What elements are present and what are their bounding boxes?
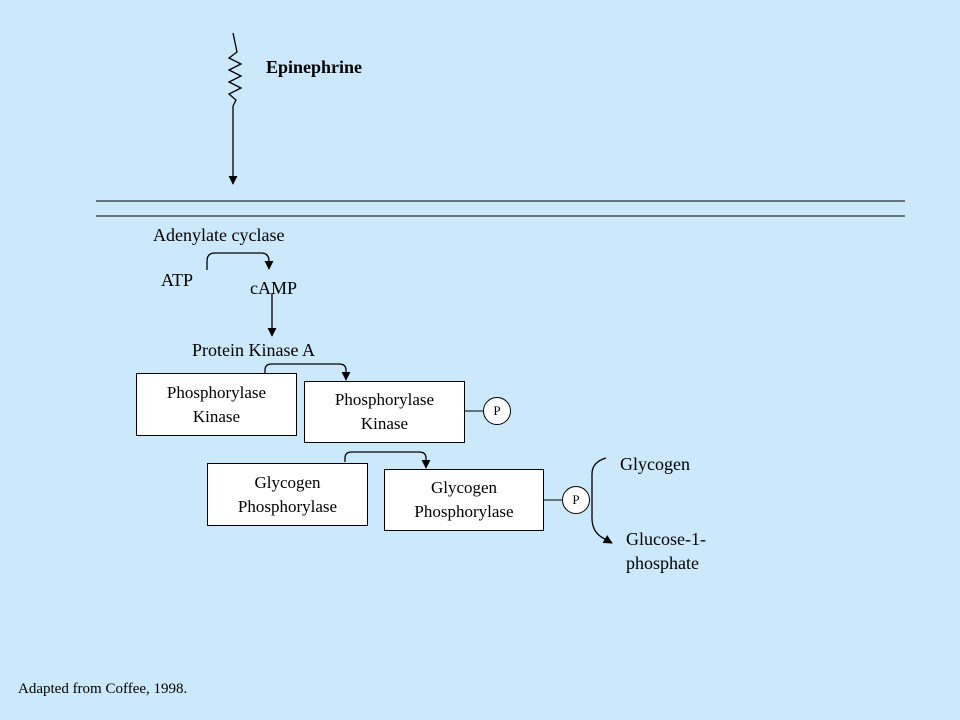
epinephrine-squiggle bbox=[227, 32, 243, 107]
box-line-1: Phosphorylase bbox=[334, 390, 435, 409]
box-line-2: Phosphorylase bbox=[414, 502, 514, 521]
phosphorylase-activation-arrow bbox=[344, 451, 431, 469]
kinase-activation-arrow bbox=[264, 363, 351, 381]
glycogen-phosphorylase-inactive-box: Glycogen Phosphorylase bbox=[207, 463, 368, 526]
box-line-1: Phosphorylase bbox=[166, 382, 267, 402]
box-line-1: Glycogen bbox=[430, 478, 498, 497]
box-line-1: Glycogen bbox=[254, 472, 321, 492]
glycogen-label: Glycogen bbox=[620, 454, 690, 474]
atp-label: ATP bbox=[161, 270, 194, 290]
adenylate-cyclase-label: Adenylate cyclase bbox=[153, 225, 285, 245]
source-credit: Adapted from Coffee, 1998. bbox=[18, 681, 188, 697]
box-line-2: Phosphorylase bbox=[237, 496, 338, 516]
epinephrine-label: Epinephrine bbox=[266, 57, 363, 77]
phosphorylase-kinase-inactive-box: Phosphorylase Kinase bbox=[136, 373, 297, 436]
box-line-2: Kinase bbox=[360, 414, 409, 433]
g1p-line-1: Glucose-1- bbox=[626, 529, 706, 549]
box-line-2: Kinase bbox=[192, 406, 241, 426]
glycogen-phosphorylase-active-box: Glycogen Phosphorylase bbox=[384, 469, 544, 531]
glycogen-to-g1p-arrow bbox=[591, 457, 613, 544]
g1p-line-2: phosphate bbox=[626, 553, 699, 573]
phosphate-group-1: P bbox=[483, 397, 511, 425]
phosphate-group-2: P bbox=[562, 486, 590, 514]
camp-label: cAMP bbox=[250, 278, 298, 298]
atp-to-camp-arrow bbox=[206, 252, 274, 270]
protein-kinase-a-label: Protein Kinase A bbox=[192, 340, 315, 360]
glucose-1-phosphate-label: Glucose-1- phosphate bbox=[626, 527, 706, 575]
phosphorylase-kinase-active-box: Phosphorylase Kinase bbox=[304, 381, 465, 443]
